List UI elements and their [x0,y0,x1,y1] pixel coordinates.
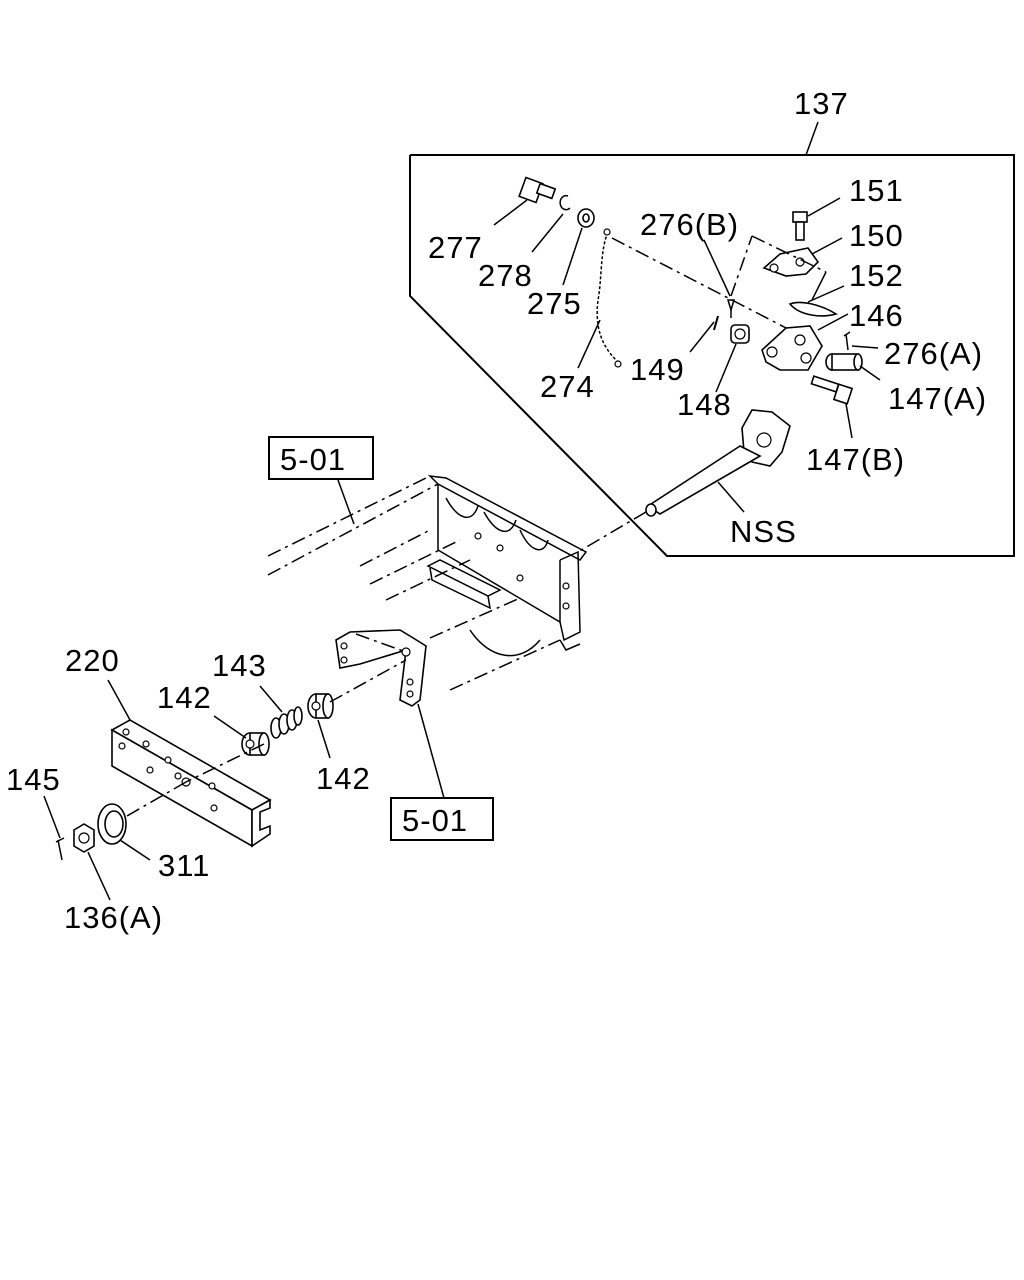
callout-220: 220 [65,643,120,678]
callout-274: 274 [540,369,595,404]
callout-152: 152 [849,258,904,293]
frame-ref-top-box [268,436,374,525]
pin-147a [825,353,881,381]
chain-274 [577,228,622,369]
callout-149: 149 [630,352,685,387]
frame-ref-top: 5-01 [280,442,346,477]
callout-151: 151 [849,173,904,208]
bracket-220 [107,679,272,848]
bolt-277 [493,176,557,226]
callout-146: 146 [849,298,904,333]
cotter-pin-145 [43,795,65,861]
washer-311 [97,803,151,861]
assembly-137-boundary [409,121,1015,557]
callout-142-left: 142 [157,680,212,715]
bolt-151 [792,197,841,241]
callout-145: 145 [6,762,61,797]
callout-nss: NSS [730,514,797,549]
callout-311: 311 [158,848,210,883]
callout-136a: 136(A) [64,900,163,935]
callout-148: 148 [677,387,732,422]
spring-143 [259,685,303,739]
shaft-nss [645,409,791,517]
bushing-142-right [307,693,334,759]
callout-275: 275 [527,286,582,321]
snap-ring-278 [531,194,571,253]
spring-plate-152 [788,271,845,317]
bracket [335,597,521,799]
nut-148 [715,324,750,393]
bushing-142-left [213,715,270,756]
callout-147b: 147(B) [806,442,905,477]
clamp-150 [751,235,843,277]
callout-276a: 276(A) [884,336,983,371]
frame-ref-bottom-box [390,797,494,841]
washer-275 [562,208,595,286]
frame-ref-bottom: 5-01 [402,803,468,838]
frame-member [267,474,588,691]
nut-136a [73,823,111,901]
bolt-147b [810,375,854,439]
callout-276b: 276(B) [640,207,739,242]
callout-137: 137 [794,86,849,121]
callout-277: 277 [428,230,483,265]
callout-142-right: 142 [316,761,371,796]
callout-278: 278 [478,258,533,293]
callout-147a: 147(A) [888,381,987,416]
callout-143: 143 [212,648,267,683]
cotter-pin-276a [843,331,879,351]
cotter-pin-276b [703,235,753,318]
callout-150: 150 [849,218,904,253]
pin-149 [689,315,719,353]
lever-146 [761,313,849,371]
